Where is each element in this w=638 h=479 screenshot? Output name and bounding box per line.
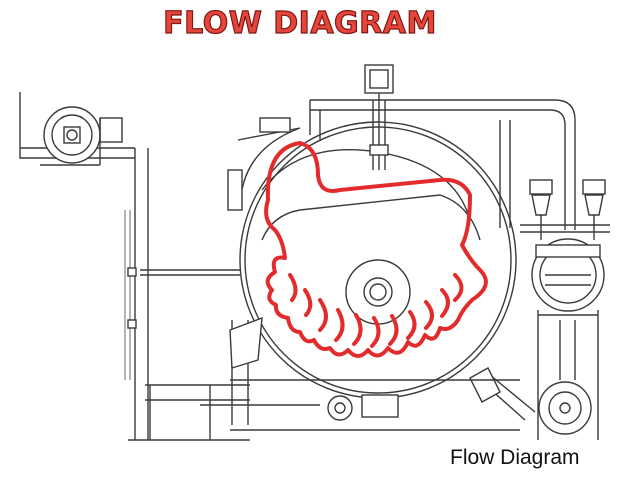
figure-caption: Flow Diagram bbox=[450, 446, 580, 469]
right-valves bbox=[520, 179, 610, 240]
base bbox=[229, 316, 520, 431]
pump-motor bbox=[40, 106, 123, 166]
top-piping bbox=[309, 64, 576, 230]
circulation-pump bbox=[469, 367, 592, 435]
heat-exchanger bbox=[531, 238, 605, 440]
left-frame bbox=[19, 92, 320, 441]
flow-path bbox=[264, 141, 488, 358]
page-title: FLOW DIAGRAM bbox=[163, 5, 437, 41]
